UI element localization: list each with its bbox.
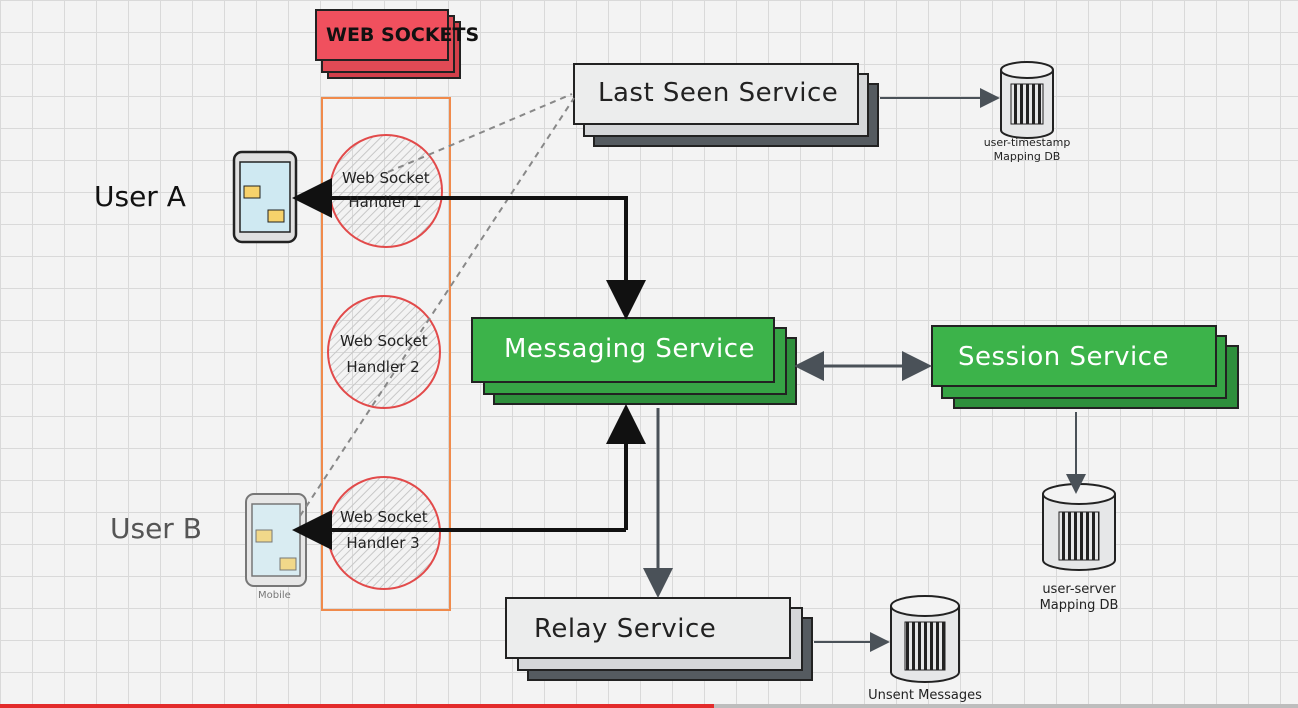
handler-2-shape	[327, 295, 441, 409]
session-db-line1: user-server	[1042, 582, 1116, 597]
handler-2-label: Web Socket Handler 2	[340, 328, 428, 380]
websockets-label: WEB SOCKETS	[326, 24, 480, 46]
handler-3-line1: Web Socket	[340, 508, 428, 526]
handler-1-line1: Web Socket	[342, 169, 430, 187]
arrow-handler1-to-messaging	[440, 196, 646, 320]
phone-icon	[245, 493, 307, 587]
video-progress-fill	[0, 704, 714, 708]
websockets-tag	[315, 9, 461, 79]
last-seen-db-line1: user-timestamp	[983, 136, 1071, 149]
relay-db-line1: Unsent Messages	[868, 688, 982, 703]
last-seen-db-line2: Mapping DB	[993, 149, 1061, 163]
handler-1-label: Web Socket Handler 1	[342, 166, 430, 214]
mobile-caption: Mobile	[258, 590, 291, 601]
messaging-service-box	[471, 317, 797, 405]
video-progress-bar[interactable]	[0, 704, 1298, 708]
handler-3-line2: Handler 3	[346, 534, 420, 552]
relay-service-box	[505, 597, 813, 681]
websocket-container	[321, 97, 451, 611]
session-service-box	[931, 325, 1239, 409]
dashed-connector	[387, 93, 573, 173]
handler-2-line1: Web Socket	[340, 332, 428, 350]
messaging-service-label: Messaging Service	[504, 334, 756, 364]
session-db-line2: Mapping DB	[1039, 598, 1119, 614]
last-seen-service-box	[573, 63, 879, 147]
phone-icon	[232, 150, 298, 244]
last-seen-service-label: Last Seen Service	[598, 78, 839, 108]
session-db-label: user-server Mapping DB	[1020, 582, 1138, 615]
handler-1-line2: Handler 1	[348, 193, 422, 211]
database-icon	[1042, 483, 1116, 571]
last-seen-db-label: user-timestamp Mapping DB	[970, 136, 1084, 164]
handler-3-label: Web Socket Handler 3	[340, 504, 428, 556]
session-service-label: Session Service	[958, 342, 1170, 372]
database-icon	[1000, 61, 1054, 139]
relay-db-label: Unsent Messages	[850, 688, 1000, 704]
relay-service-label: Relay Service	[534, 614, 717, 644]
user-b-label: User B	[110, 512, 202, 545]
handler-2-line2: Handler 2	[346, 358, 420, 376]
database-icon	[890, 595, 960, 683]
user-a-label: User A	[94, 180, 186, 213]
